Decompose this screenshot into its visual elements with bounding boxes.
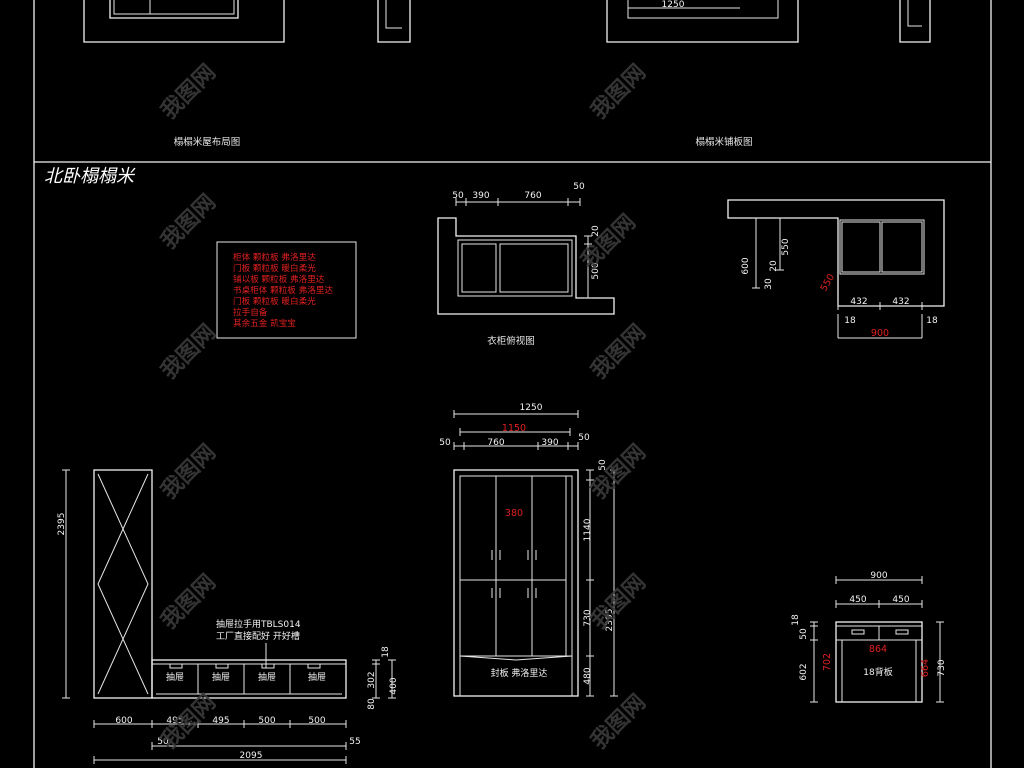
material-note-row: 门板 颗粒板 暖白柔光 — [233, 295, 316, 307]
tatami-elev-dim: 80 — [367, 698, 377, 710]
desk-plan-dim: 18 — [844, 316, 856, 326]
wardrobe-base-label: 封板 弗洛里达 — [491, 667, 548, 679]
tatami-elev-dim: 302 — [367, 671, 377, 688]
tatami-elev-dim: 600 — [115, 716, 132, 726]
desk-plan-dim: 432 — [892, 297, 909, 307]
tatami-elev-dim: 500 — [308, 716, 325, 726]
desk-elev-dim: 18 — [791, 614, 801, 626]
wardrobe-elev-dim: 760 — [487, 438, 504, 448]
drawer-label: 抽屉 — [258, 671, 276, 683]
desk-elev-red-right: 664 — [920, 659, 931, 677]
desk-plan-dim: 30 — [764, 278, 774, 290]
wardrobe-plan-dim: 760 — [524, 191, 541, 201]
material-note-row: 书桌柜体 颗粒板 弗洛里达 — [233, 284, 333, 296]
wardrobe-plan-dim: 500 — [591, 262, 601, 279]
material-note-row: 其余五金 凯宝宝 — [233, 317, 296, 329]
wardrobe-plan-dim: 390 — [472, 191, 489, 201]
desk-back-label: 18背板 — [863, 666, 892, 678]
material-note-row: 柜体 颗粒板 弗洛里达 — [233, 251, 316, 263]
watermark-text: 我图网 — [157, 440, 221, 504]
desk-plan-view: 600 550 20 30 550 432 432 18 18 900 — [727, 199, 945, 339]
tatami-elev-dim: 500 — [258, 716, 275, 726]
desk-elev-dim: 450 — [849, 595, 866, 605]
watermark-text: 我图网 — [587, 440, 651, 504]
desk-plan-dim: 600 — [741, 257, 751, 274]
wardrobe-elev-dim: 480 — [583, 667, 593, 684]
desk-elev-red-left: 702 — [822, 653, 833, 671]
wardrobe-plan-view: 50 390 760 50 20 500 — [437, 182, 615, 315]
material-note-row: 门板 颗粒板 暖白柔光 — [233, 262, 316, 274]
wardrobe-plan-dim: 50 — [573, 182, 585, 192]
desk-elev-dim: 602 — [799, 663, 809, 680]
wardrobe-elev-dim: 730 — [583, 609, 593, 626]
wardrobe-plan-dim: 20 — [591, 225, 601, 237]
wardrobe-elev-height: 2395 — [605, 609, 615, 632]
wardrobe-elev-red-inner: 380 — [505, 508, 523, 519]
wardrobe-elev-dim: 1140 — [583, 518, 593, 541]
desk-elev-dim: 50 — [799, 628, 809, 640]
tatami-elev-dim: 50 — [157, 737, 169, 747]
desk-elev-height: 730 — [937, 659, 947, 676]
wardrobe-elev-overall: 1250 — [520, 403, 543, 413]
drawer-label: 抽屉 — [166, 671, 184, 683]
drawer-note: 抽屉拉手用TBLS014 — [216, 618, 301, 630]
wardrobe-elev-dim: 390 — [541, 438, 558, 448]
desk-elev-red-width: 864 — [869, 644, 887, 655]
caption-board-plan: 榻榻米铺板图 — [695, 136, 752, 148]
watermark-text: 我图网 — [157, 190, 221, 254]
tatami-elevation: 2395 抽屉 抽屉 抽屉 抽屉 抽屉拉手用TBLS014 工厂直接配好 开好槽… — [57, 469, 399, 764]
watermark-text: 我图网 — [587, 690, 651, 754]
watermark-text: 我图网 — [577, 210, 641, 274]
desk-plan-red-dim: 550 — [819, 272, 838, 293]
wardrobe-plan-dim: 50 — [452, 191, 464, 201]
drawer-label: 抽屉 — [212, 671, 230, 683]
wardrobe-elev-dim: 50 — [598, 459, 608, 471]
top-right-board-plan: 1250 — [606, 0, 931, 43]
wardrobe-elevation: 1250 1150 50 760 390 50 380 封板 弗洛里达 50 1… — [439, 403, 618, 697]
desk-elevation: 900 450 450 18背板 864 702 664 18 50 602 7… — [791, 571, 947, 703]
desk-plan-dim: 432 — [850, 297, 867, 307]
material-notes-box: 柜体 颗粒板 弗洛里达 门板 颗粒板 暖白柔光 铺以板 颗粒板 弗洛里达 书桌柜… — [216, 241, 357, 339]
section-title: 北卧榻榻米 — [44, 166, 136, 187]
watermark-text: 我图网 — [157, 60, 221, 124]
desk-plan-overall: 900 — [871, 328, 889, 339]
caption-wardrobe-plan: 衣柜俯视图 — [487, 335, 535, 347]
top-dim-1250: 1250 — [662, 0, 685, 10]
top-left-layout-plan — [83, 0, 411, 43]
drawer-label: 抽屉 — [308, 671, 326, 683]
desk-plan-dim: 550 — [781, 238, 791, 255]
wardrobe-elev-red-overall: 1150 — [502, 423, 526, 434]
watermark-text: 我图网 — [157, 320, 221, 384]
caption-layout-plan: 榻榻米屋布局图 — [174, 136, 241, 148]
tatami-elev-dim: 495 — [212, 716, 229, 726]
watermark-text: 我图网 — [157, 570, 221, 634]
material-note-row: 拉手自备 — [233, 306, 268, 318]
tatami-elev-dim: 55 — [349, 737, 360, 747]
tatami-elev-dim: 400 — [389, 677, 399, 694]
desk-plan-dim: 20 — [769, 260, 779, 272]
watermark-text: 我图网 — [587, 570, 651, 634]
watermark-layer: 我图网 我图网 我图网 我图网 我图网 我图网 我图网 我图网 我图网 我图网 … — [157, 60, 651, 754]
tatami-elev-dim: 495 — [166, 716, 183, 726]
drawer-note: 工厂直接配好 开好槽 — [216, 630, 300, 642]
tatami-elev-overall: 2095 — [240, 751, 263, 761]
tatami-elev-dim: 18 — [381, 646, 391, 658]
wardrobe-elev-dim: 50 — [578, 433, 590, 443]
watermark-text: 我图网 — [587, 320, 651, 384]
tatami-elev-height: 2395 — [57, 513, 67, 536]
desk-elev-dim: 450 — [892, 595, 909, 605]
watermark-text: 我图网 — [587, 60, 651, 124]
desk-plan-dim: 18 — [926, 316, 938, 326]
material-note-row: 铺以板 颗粒板 弗洛里达 — [233, 273, 325, 285]
desk-elev-overall: 900 — [870, 571, 887, 581]
wardrobe-elev-dim: 50 — [439, 438, 451, 448]
